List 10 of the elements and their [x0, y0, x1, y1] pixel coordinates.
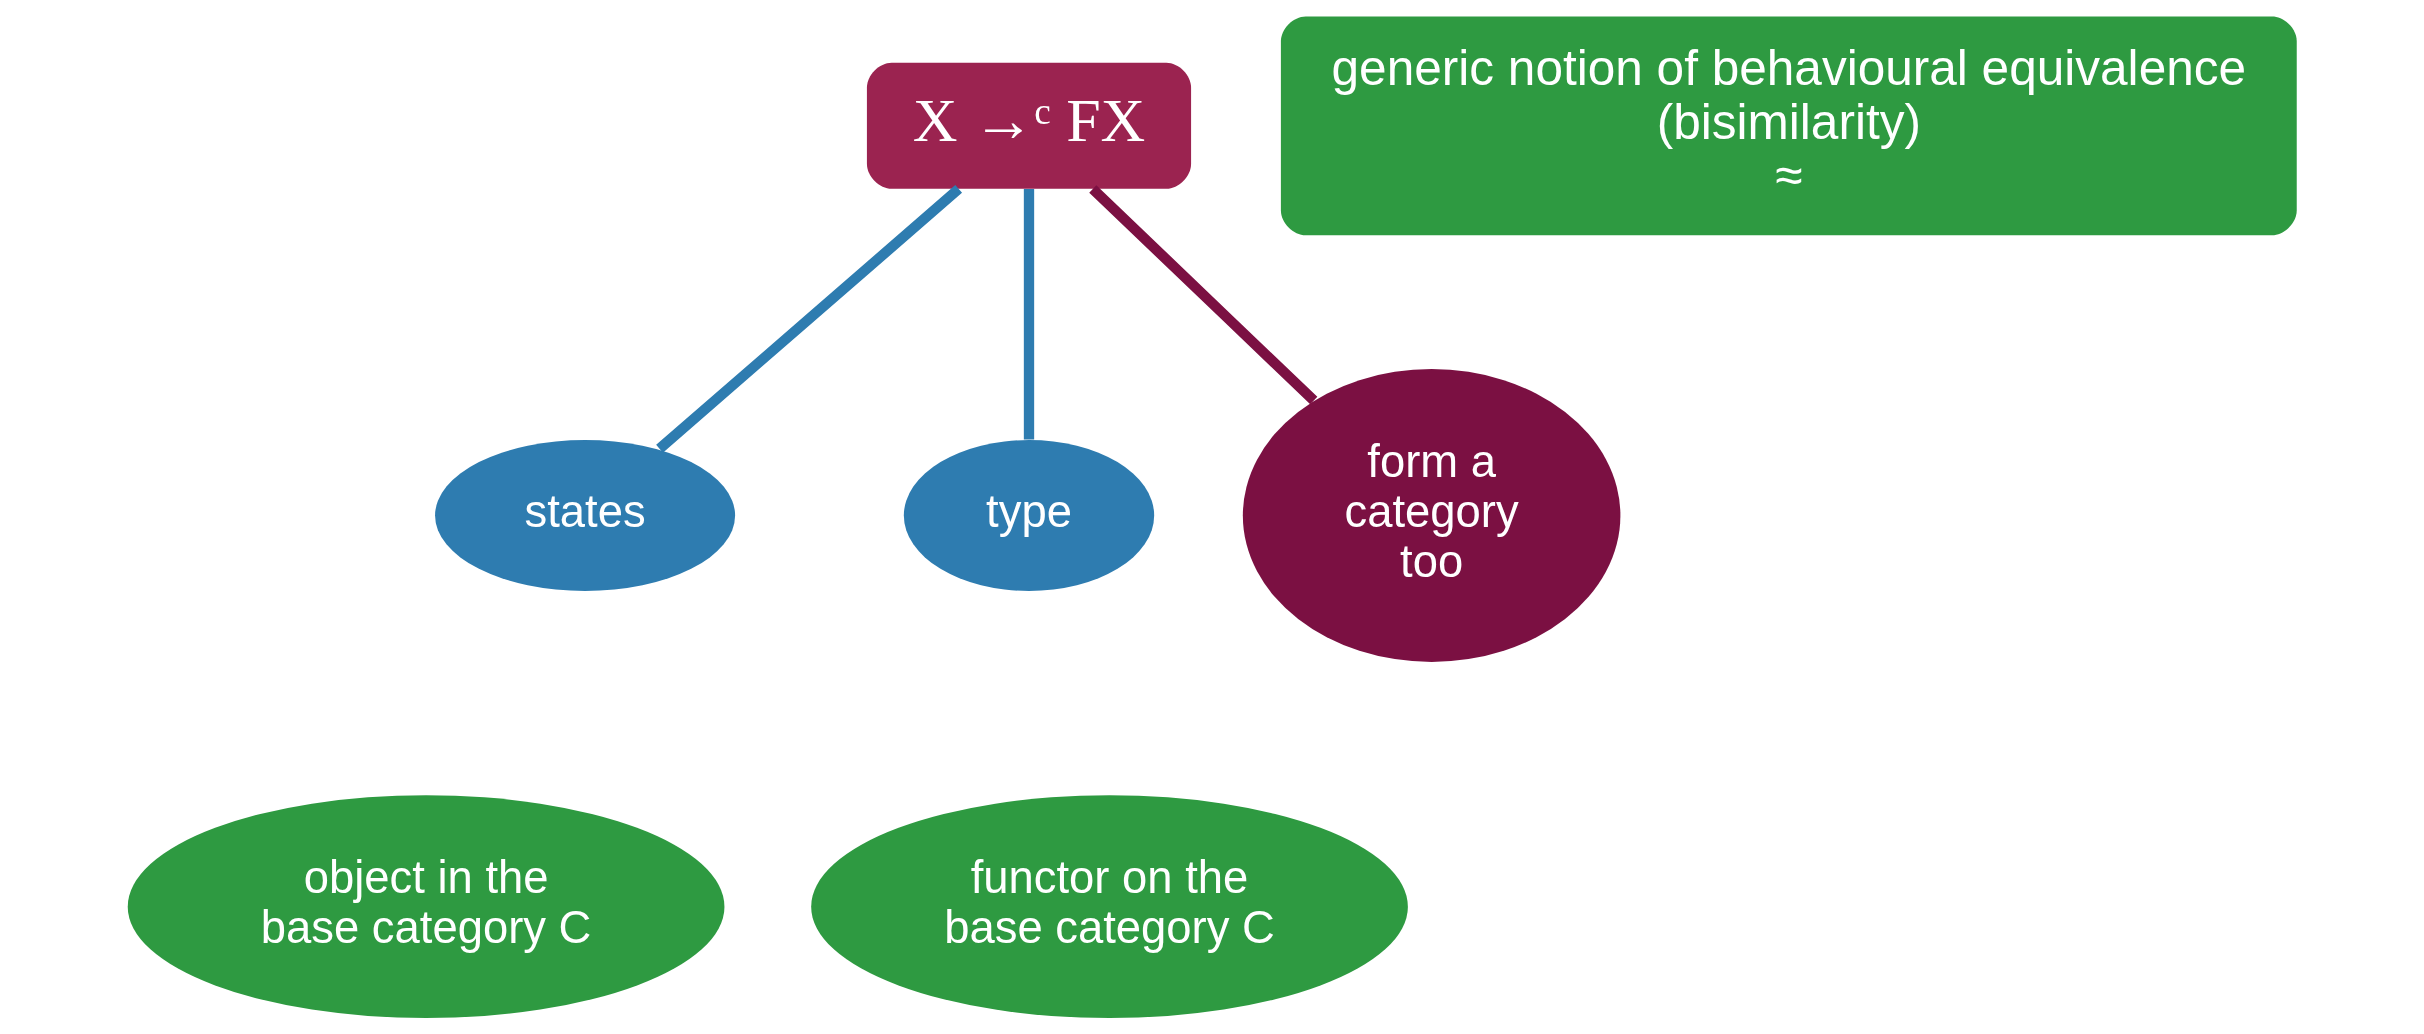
node-box: X →ᶜ FX: [866, 62, 1191, 189]
node-ellipse: form a category too: [1242, 369, 1620, 662]
connector: [1088, 185, 1317, 405]
node-box: generic notion of behavioural equivalence (bisimilarity) ≈: [1280, 16, 2297, 236]
connector: [1023, 189, 1034, 440]
node-ellipse: type: [903, 440, 1154, 591]
node-ellipse: object in the base category C: [127, 795, 724, 1019]
node-ellipse: functor on the base category C: [810, 795, 1408, 1019]
connector: [655, 185, 962, 453]
node-ellipse: states: [434, 440, 735, 591]
